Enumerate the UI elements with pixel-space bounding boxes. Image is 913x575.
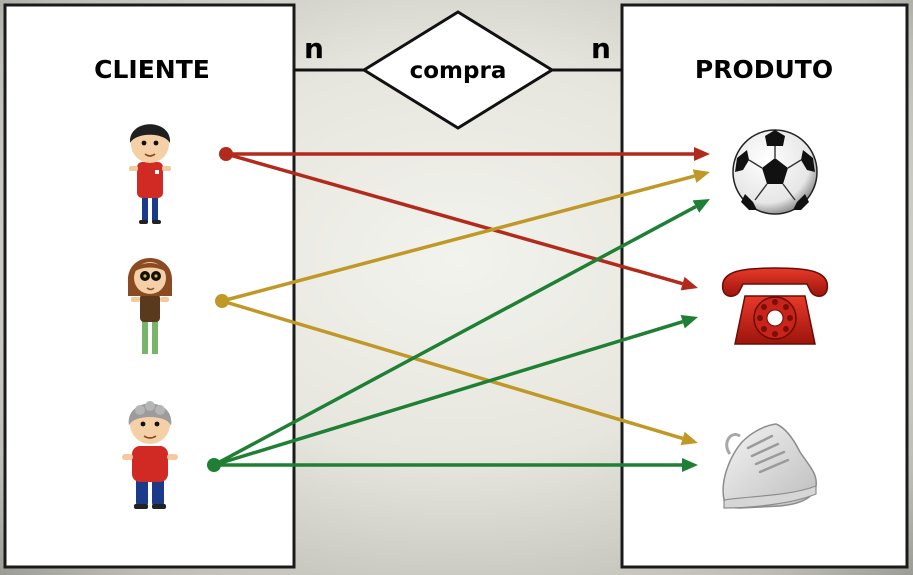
arrowhead-girl-ball: [692, 169, 710, 183]
arrowhead-girl-shoe: [680, 431, 698, 446]
purchase-line-old-man-ball: [213, 205, 697, 467]
arrowhead-old-man-phone: [680, 314, 698, 329]
relationship-diamond: [361, 10, 555, 130]
purchase-line-old-man-phone: [213, 320, 684, 467]
cardinality-right: n: [591, 32, 611, 65]
cliente-title: CLIENTE: [94, 55, 210, 84]
old-man-customer-icon: [122, 401, 178, 509]
arrowhead-old-man-shoe: [682, 458, 698, 472]
arrowhead-old-man-ball: [692, 199, 710, 213]
soccer-ball-icon: [732, 129, 818, 215]
purchase-line-girl-ball: [221, 174, 695, 303]
boy-customer-icon: [129, 124, 171, 224]
purchase-line-girl-shoe: [221, 299, 684, 441]
compra-relationship: compra n n: [294, 10, 622, 130]
girl-customer-icon: [127, 258, 173, 354]
purchase-arrows: [207, 147, 710, 472]
relationship-label: compra: [410, 58, 507, 84]
cardinality-left: n: [304, 32, 324, 65]
source-dot-boy: [219, 147, 233, 161]
arrowhead-boy-ball: [694, 147, 710, 161]
produto-title: PRODUTO: [695, 55, 833, 84]
red-telephone-icon: [721, 267, 829, 345]
arrowhead-boy-phone: [680, 276, 698, 291]
purchase-line-boy-phone: [225, 152, 684, 286]
source-dot-girl: [215, 294, 229, 308]
source-dot-old-man: [207, 458, 221, 472]
sneaker-icon: [722, 423, 817, 509]
